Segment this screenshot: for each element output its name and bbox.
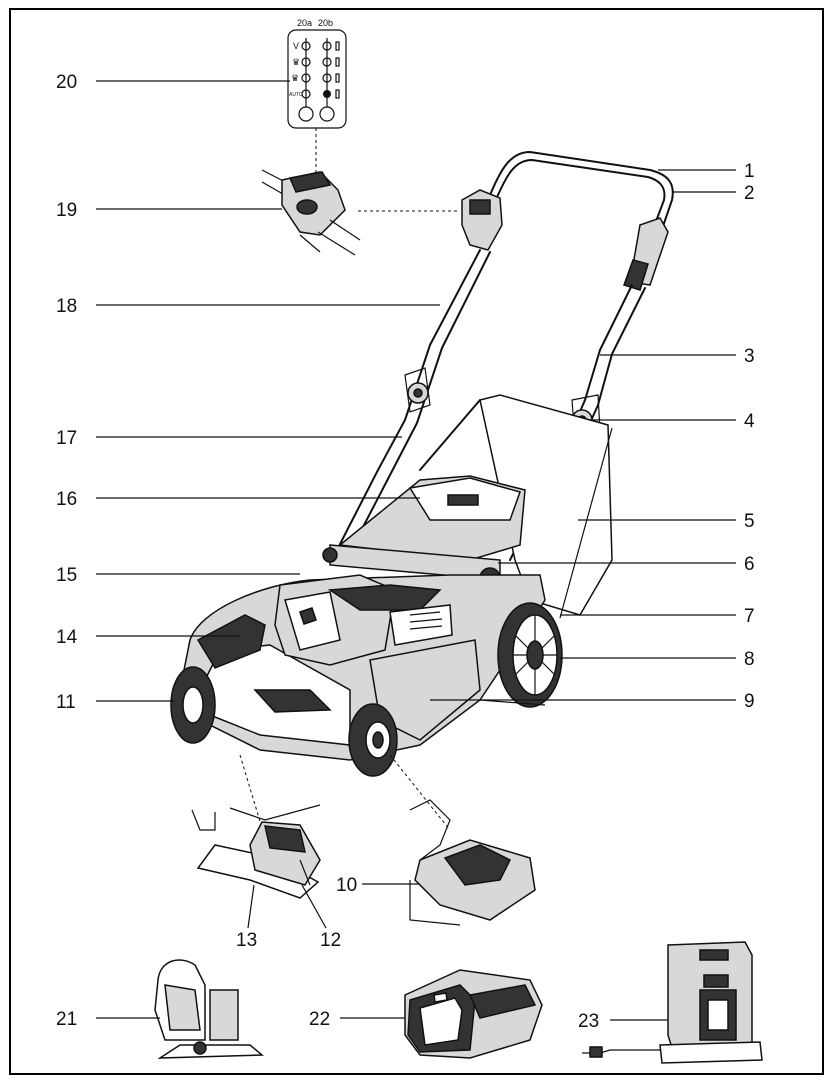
inset-motor-top <box>389 754 536 926</box>
control-panel-outline <box>287 29 347 129</box>
speed-buttons-column: V ♛ ♛ AUTO <box>289 38 314 122</box>
mulching-plug <box>154 959 265 1059</box>
callout-20: 20 <box>56 72 77 93</box>
callout-18: 18 <box>56 296 77 317</box>
switch-button-icon[interactable] <box>296 199 318 215</box>
headlight <box>196 614 266 669</box>
callout-15: 15 <box>56 565 77 586</box>
callout-23: 23 <box>578 1011 599 1032</box>
svg-text:♛: ♛ <box>292 57 300 67</box>
auto-mode-label: AUTO <box>289 92 303 98</box>
callout-7: 7 <box>744 606 755 627</box>
callout-6: 6 <box>744 554 755 575</box>
callout-8: 8 <box>744 649 755 670</box>
callout-11: 11 <box>56 692 76 713</box>
mower-illustration <box>170 151 674 777</box>
svg-text:♛: ♛ <box>291 73 299 83</box>
callout-4: 4 <box>744 411 755 432</box>
battery-pack <box>404 969 543 1059</box>
callout-17: 17 <box>56 428 77 449</box>
speed-button-icon[interactable] <box>298 106 314 122</box>
callout-9: 9 <box>744 691 755 712</box>
callout-5: 5 <box>744 511 755 532</box>
panel-label-20b: 20b <box>318 18 333 28</box>
panel-label-20a: 20a <box>297 18 312 28</box>
callout-22: 22 <box>309 1009 330 1030</box>
battery-charger <box>582 941 763 1064</box>
callout-14: 14 <box>56 627 78 648</box>
power-button-icon[interactable] <box>319 106 335 122</box>
callout-numbers: 20 19 18 17 16 15 14 11 1 2 3 4 5 6 7 8 … <box>56 72 755 1032</box>
motor-housing <box>443 844 512 886</box>
callout-21: 21 <box>56 1009 77 1030</box>
callout-10: 10 <box>336 875 357 896</box>
callout-3: 3 <box>744 346 755 367</box>
callout-16: 16 <box>56 489 77 510</box>
callout-13: 13 <box>236 930 257 951</box>
callout-12: 12 <box>320 930 341 951</box>
callout-2: 2 <box>744 183 755 204</box>
svg-text:V: V <box>293 41 299 51</box>
switch-box[interactable] <box>461 189 503 251</box>
battery-indicator-column <box>319 38 340 122</box>
callout-19: 19 <box>56 200 77 221</box>
diagram-frame <box>9 8 824 1075</box>
switch-box-inset <box>261 169 460 256</box>
grass-catcher[interactable] <box>479 394 613 616</box>
height-adjust-lever[interactable] <box>389 604 453 646</box>
leader-lines <box>96 80 736 1021</box>
inset-rear-flap <box>191 754 321 899</box>
control-panel-inset: 20a 20b V ♛ ♛ AUTO <box>287 18 347 172</box>
callout-1: 1 <box>744 161 755 182</box>
